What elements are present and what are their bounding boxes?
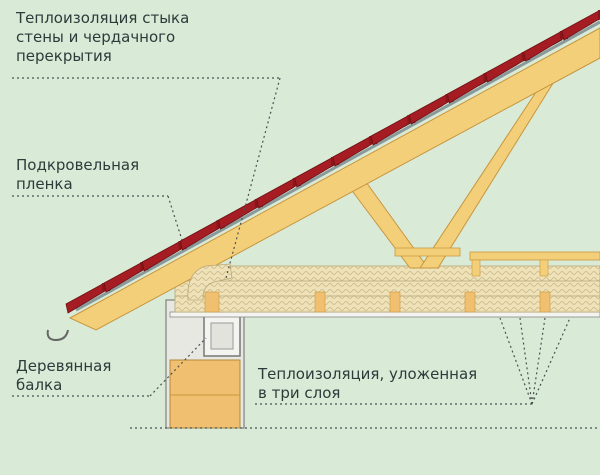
junction-insulation [187, 263, 233, 301]
insulation-layers [174, 265, 600, 313]
label-roofing-membrane: Подкровельная пленка [16, 156, 140, 193]
ceiling-board [169, 311, 600, 318]
attic-flooring [469, 251, 600, 277]
roofing-membrane-line [75, 20, 600, 312]
wall-block [169, 359, 241, 429]
label-wall-attic-insulation: Теплоизоляция стыка стены и чердачного п… [16, 9, 190, 65]
roof-tiles [65, 9, 600, 314]
label-wooden-beam: Деревянная балка [16, 357, 112, 394]
gutter [46, 329, 69, 342]
leader-lines [12, 77, 600, 429]
wooden-beam [203, 315, 241, 357]
roof-tile-lip [598, 10, 600, 18]
roof-tile [561, 9, 600, 41]
label-three-layer-insulation: Теплоизоляция, уложенная в три слоя [258, 365, 478, 402]
rafter [68, 27, 600, 331]
